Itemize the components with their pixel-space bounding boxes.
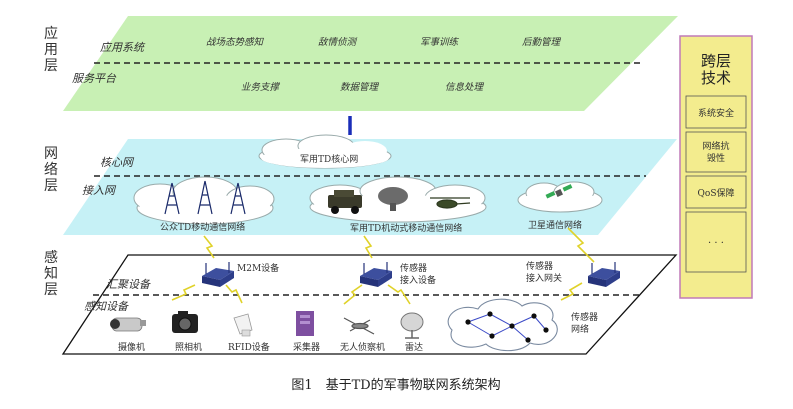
router-icon [202,262,234,287]
app-item: 敌情侦测 [318,37,358,48]
satellite-cloud [517,181,603,213]
wireless-links [171,227,595,305]
cross-layer-title: 跨层技术 [701,52,731,87]
satellite-net-label: 卫星通信网络 [528,219,582,231]
app-system-label: 应用系统 [100,41,146,54]
figure-caption: 图1 基于TD的军事物联网系统架构 [291,377,500,393]
layer-label-perception: 感知层 [44,249,58,298]
helicopter-icon [430,197,471,209]
core-cloud [258,134,392,169]
satellite-dish-icon [378,187,408,211]
gateway-label: 传感器接入网关 [526,260,562,284]
router-icon [360,262,392,287]
core-net-label: 核心网 [100,156,135,169]
cross-item-box [685,131,747,173]
gateway-label: M2M设备 [237,262,279,274]
device-label: 雷达 [405,341,423,353]
cross-item-box [685,211,747,273]
photo-camera-icon [172,311,198,333]
app-item: 业务支撑 [241,82,281,93]
device-label: RFID设备 [228,341,270,353]
access-net-label: 接入网 [82,184,117,197]
rfid-reader-icon [233,313,253,337]
app-item: 信息处理 [445,81,485,93]
app-item: 战场态势感知 [206,36,265,48]
cross-item: 系统安全 [698,107,734,119]
radar-icon [400,312,424,339]
collector-icon [296,311,314,336]
device-label: 照相机 [175,341,202,353]
app-item: 数据管理 [340,81,380,93]
aggregation-label: 汇聚设备 [106,278,151,291]
camera-icon [110,317,146,332]
sensor-network-label: 传感器网络 [571,311,598,335]
cross-item: 网络抗毁性 [702,140,729,164]
service-platform-label: 服务平台 [72,72,117,85]
public-td-label: 公众TD移动通信网络 [160,221,245,233]
military-td-label: 军用TD机动式移动通信网络 [350,222,462,234]
device-label: 采集器 [293,341,320,353]
cross-item: · · · [708,238,724,249]
layer-label-network: 网络层 [44,146,58,194]
application-plane [63,16,678,111]
router-icon [588,262,620,287]
device-label: 摄像机 [118,341,145,353]
device-label: 无人侦察机 [340,341,385,353]
cross-item-box [685,95,747,129]
satellite-icon [545,184,573,199]
app-item: 军事训练 [420,36,460,48]
sensing-label: 感知设备 [84,300,129,313]
sensor-network-cloud [447,298,558,352]
drone-icon [343,317,375,335]
cross-item-box [685,175,747,209]
gateway-label: 传感器接入设备 [400,262,436,286]
layer-label-application: 应用层 [44,25,58,74]
jeep-icon [328,190,362,214]
cross-item: QoS保障 [698,187,735,199]
cell-tower-icon [164,180,246,215]
perception-plane [61,254,678,355]
cross-layer-panel [679,35,753,299]
core-cloud-label: 军用TD核心网 [300,153,358,165]
app-item: 后勤管理 [522,36,562,48]
